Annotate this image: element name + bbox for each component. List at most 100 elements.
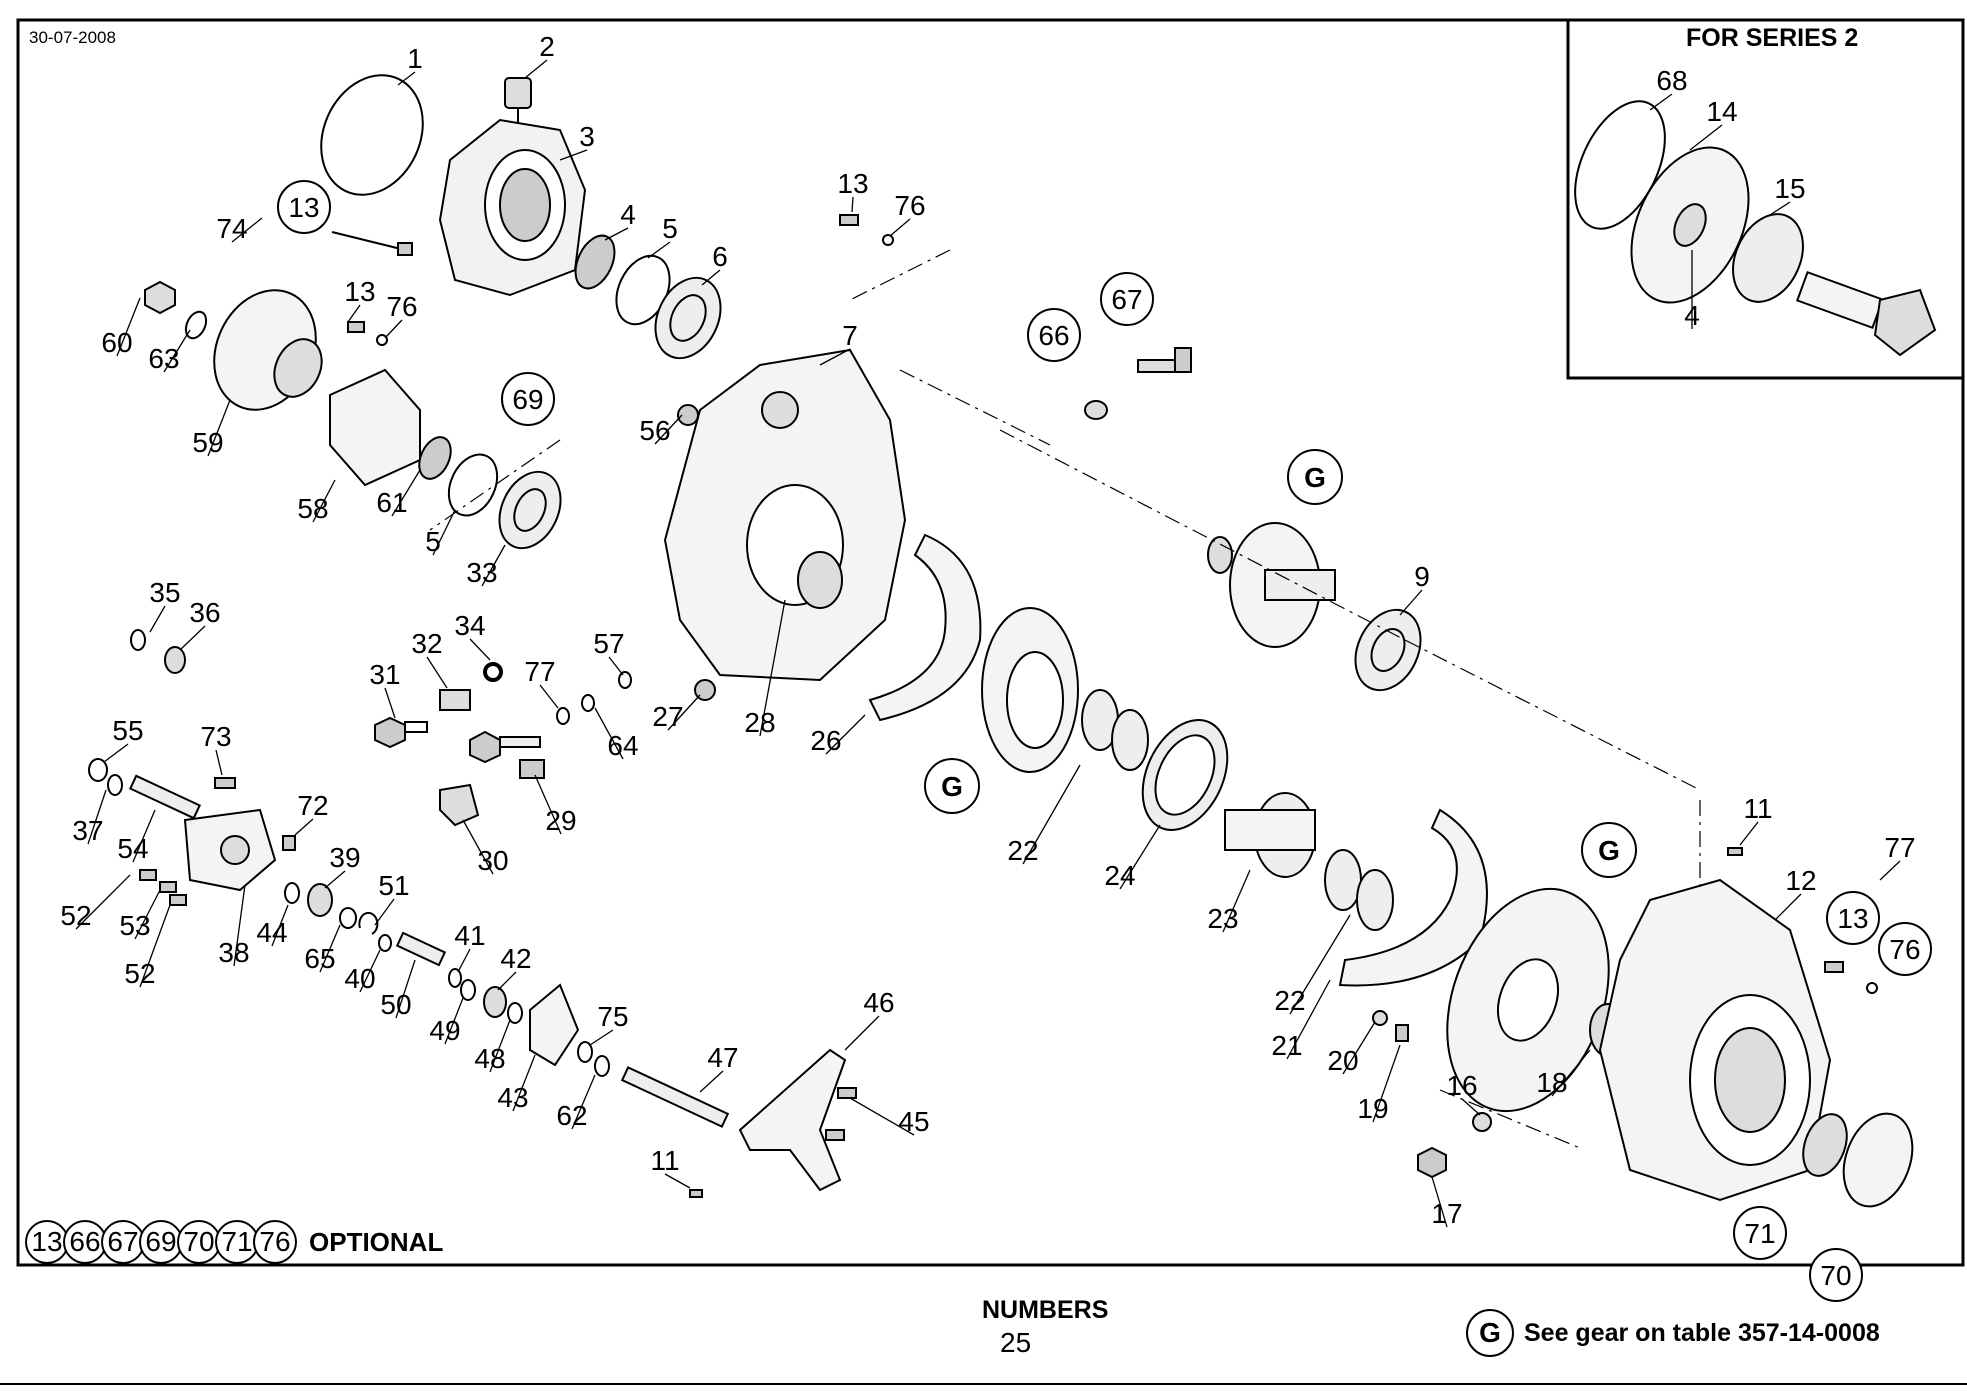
callout-65-leader	[319, 924, 341, 973]
callout-28-leader	[759, 599, 786, 737]
callout-3-label: 3	[579, 121, 595, 152]
callout-55-label: 55	[112, 715, 143, 746]
callout-36-leader	[179, 625, 206, 651]
callout-34-leader	[469, 638, 491, 661]
callout-7-label: 7	[842, 320, 858, 351]
callout-g-label: G	[941, 771, 963, 802]
part-50-pin	[395, 931, 447, 967]
numbers-value: 25	[1000, 1327, 1032, 1358]
callout-3-leader	[559, 149, 588, 161]
part-4-seal	[574, 234, 616, 290]
callout-13-circle	[277, 180, 331, 234]
part-26-shield	[868, 533, 982, 722]
callout-13-label: 13	[288, 192, 319, 223]
callout-49-leader	[444, 997, 464, 1045]
callout-50-label: 50	[380, 989, 411, 1020]
callout-75-leader	[589, 1029, 614, 1046]
callout-46-leader	[844, 1015, 880, 1051]
callout-5-leader	[647, 241, 671, 259]
callout-70-label: 70	[1820, 1260, 1851, 1291]
callout-55-leader	[103, 743, 129, 763]
callout-g-circle	[924, 758, 980, 814]
assembly-axis-lines	[429, 249, 1701, 1149]
callout-48-label: 48	[474, 1043, 505, 1074]
part-47-shaft	[620, 1066, 730, 1128]
callout-69-circle	[501, 372, 555, 426]
callout-76-leader	[384, 319, 403, 339]
callout-44-leader	[271, 904, 289, 947]
callout-60-label: 60	[101, 327, 132, 358]
part-11-pin-left	[689, 1189, 703, 1198]
part-13-76-bolt-mid	[839, 214, 894, 246]
part-22-sleeve-upper	[1081, 689, 1149, 771]
callout-22-leader	[1022, 764, 1081, 865]
callout-13-circle	[1826, 891, 1880, 945]
callout-40-leader	[359, 949, 381, 993]
part-16-17-bolt	[1417, 1112, 1492, 1179]
callout-23-label: 23	[1207, 903, 1238, 934]
drawing-date: 30-07-2008	[29, 28, 116, 47]
part-70-cover	[1842, 1112, 1914, 1208]
part-40-ring	[378, 934, 392, 952]
part-23-gear-shaft	[1224, 792, 1316, 878]
part-63-ring	[184, 310, 208, 340]
callout-39-leader	[324, 870, 346, 889]
callout-37-label: 37	[72, 815, 103, 846]
part-1-oring	[320, 74, 424, 196]
callout-77-label: 77	[1884, 832, 1915, 863]
part-41-ring	[448, 968, 462, 988]
callout-67-circle	[1100, 272, 1154, 326]
callout-53-label: 53	[119, 910, 150, 941]
callout-20-leader	[1342, 1021, 1376, 1075]
callout-18-label: 18	[1536, 1067, 1567, 1098]
callout-52-label: 52	[60, 900, 91, 931]
callout-5-label: 5	[425, 526, 441, 557]
callout-76-leader	[889, 218, 911, 237]
part-43-plate	[529, 983, 580, 1067]
callout-g-label: G	[1598, 835, 1620, 866]
callout-2-leader	[524, 59, 548, 79]
callout-69-label: 69	[512, 384, 543, 415]
inset-part-15-bearing	[1732, 213, 1804, 303]
optional-parts-row: 13 66 67 69 70 71 76 OPTIONAL	[25, 1219, 443, 1265]
callout-27-leader	[667, 694, 701, 731]
part-7-gearbox-case	[663, 348, 907, 682]
callout-11-label: 11	[650, 1145, 679, 1176]
part-60-nut	[144, 280, 176, 315]
callout-62-leader	[571, 1074, 596, 1130]
gear-note-text: See gear on table 357-14-0008	[1524, 1318, 1880, 1347]
inset-pinion-shaft	[1796, 270, 1937, 357]
callout-75-label: 75	[597, 1001, 628, 1032]
callout-38-label: 38	[218, 937, 249, 968]
callout-29-leader	[534, 774, 562, 835]
part-46-fork	[738, 1048, 847, 1192]
part-13-bolt-top	[331, 231, 413, 256]
callout-leaders	[75, 59, 1901, 1228]
callout-19-leader	[1372, 1044, 1401, 1123]
inset-part-68-ring	[1574, 100, 1666, 230]
part-75-ring	[577, 1041, 593, 1063]
part-5-ring-lower	[447, 453, 499, 517]
callout-54-label: 54	[117, 833, 148, 864]
callout-4-label: 4	[1684, 300, 1700, 331]
part-61-seal	[418, 436, 452, 480]
callout-19-label: 19	[1357, 1093, 1388, 1124]
callout-56-label: 56	[639, 415, 670, 446]
part-51-circlip	[358, 911, 379, 935]
callout-40-label: 40	[344, 963, 375, 994]
part-22-sleeve-lower	[1324, 849, 1394, 931]
callout-63-leader	[163, 329, 191, 373]
part-44-ring	[284, 882, 300, 904]
part-30-plug	[439, 783, 480, 827]
callout-6-leader	[701, 269, 721, 286]
callout-1-label: 1	[407, 43, 423, 74]
part-33-bearing	[498, 470, 562, 550]
callout-41-leader	[457, 948, 471, 973]
gear-symbol: G	[1466, 1309, 1514, 1357]
callout-39-label: 39	[329, 842, 360, 873]
callout-22-leader	[1289, 914, 1351, 1015]
callout-42-leader	[497, 971, 517, 991]
callout-16-leader	[1461, 1098, 1481, 1116]
callout-29-label: 29	[545, 805, 576, 836]
